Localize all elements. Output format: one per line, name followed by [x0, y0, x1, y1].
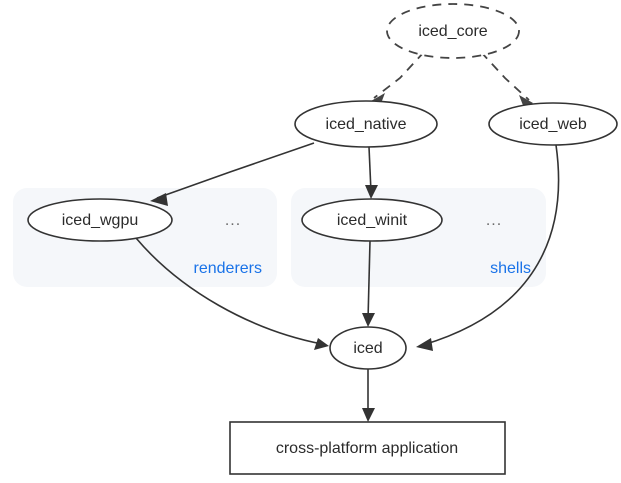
node-cross-platform-application[interactable]: cross-platform application	[229, 421, 506, 475]
node-iced-core-shape[interactable]	[386, 3, 520, 59]
node-iced-core[interactable]: iced_core	[386, 3, 520, 59]
edge-winit-to-iced	[362, 240, 375, 327]
edge-native-to-winit	[365, 146, 378, 199]
edge-web-to-iced	[416, 144, 560, 351]
group-shells-ellipsis: ...	[486, 212, 502, 229]
edge-native-to-wgpu-arrowhead	[150, 193, 168, 206]
node-iced-shape[interactable]	[329, 326, 407, 370]
node-iced-wgpu-shape[interactable]	[27, 198, 173, 242]
node-iced-web-label: iced_web	[519, 116, 587, 133]
edge-native-to-winit-line	[368, 146, 372, 193]
node-iced-wgpu-label: iced_wgpu	[62, 212, 139, 229]
node-iced-winit[interactable]: iced_winit	[301, 198, 443, 242]
edge-wgpu-to-iced-line	[135, 237, 323, 345]
node-iced-winit-shape[interactable]	[301, 198, 443, 242]
node-iced-wgpu[interactable]: iced_wgpu	[27, 198, 173, 242]
node-iced-web-shape[interactable]	[488, 102, 618, 146]
edge-winit-to-iced-arrowhead	[362, 313, 375, 327]
edge-core-to-web	[480, 51, 533, 108]
edge-native-to-wgpu-line	[156, 142, 315, 199]
node-cross-platform-application-label: cross-platform application	[276, 440, 458, 457]
edge-core-to-native	[371, 51, 425, 106]
edge-iced-to-app-arrowhead	[362, 408, 375, 422]
node-iced-winit-label: iced_winit	[337, 212, 408, 229]
edge-core-to-native-line	[373, 51, 425, 99]
edge-web-to-iced-arrowhead	[416, 338, 433, 351]
group-renderers-label: renderers	[194, 260, 262, 277]
group-shells-label: shells	[490, 260, 531, 277]
node-iced-native[interactable]: iced_native	[294, 100, 438, 148]
node-iced-native-shape[interactable]	[294, 100, 438, 148]
edge-native-to-winit-arrowhead	[365, 185, 378, 199]
node-cross-platform-application-shape[interactable]	[229, 421, 506, 475]
node-iced-label: iced	[353, 340, 382, 357]
edge-iced-to-app	[362, 369, 375, 422]
edge-web-to-iced-line	[422, 144, 560, 346]
node-iced-native-label: iced_native	[326, 116, 407, 133]
group-renderers-ellipsis: ...	[225, 212, 241, 229]
node-iced[interactable]: iced	[329, 326, 407, 370]
edge-wgpu-to-iced	[135, 237, 329, 350]
edge-winit-to-iced-line	[367, 240, 371, 321]
edge-wgpu-to-iced-arrowhead	[314, 338, 329, 350]
node-iced-web[interactable]: iced_web	[488, 102, 618, 146]
edge-native-to-wgpu	[150, 142, 315, 206]
node-iced-core-label: iced_core	[418, 23, 487, 40]
edge-core-to-web-line	[480, 51, 530, 101]
